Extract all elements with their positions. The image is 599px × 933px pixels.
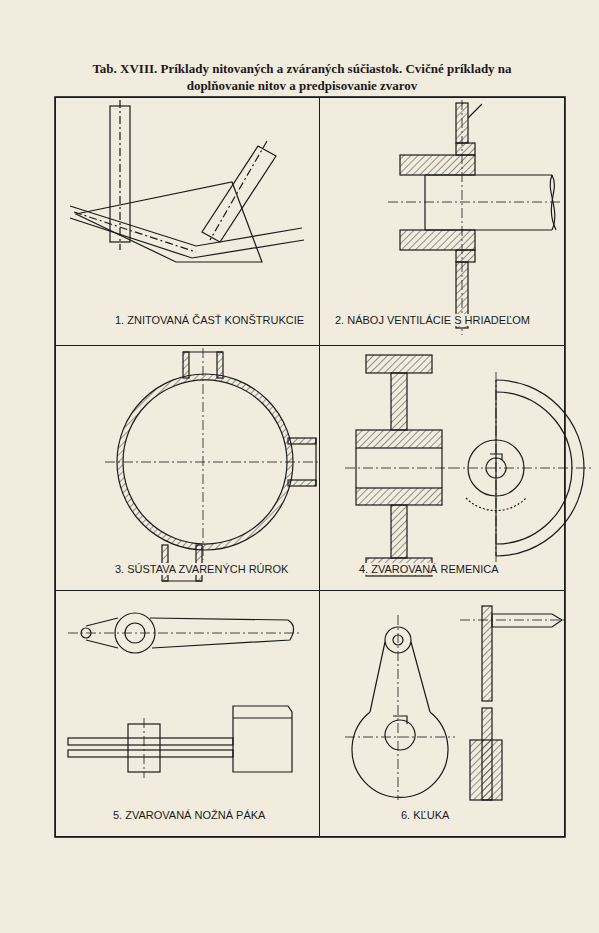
- panel-caption: 4. ZVAROVANÁ REMENICA: [357, 563, 501, 575]
- pipe-assembly: [105, 348, 318, 581]
- panel-caption: 1. ZNITOVANÁ ČASŤ KONŠTRUKCIE: [113, 314, 306, 326]
- panel-caption: 3. SÚSTAVA ZVARENÝCH RÚROK: [113, 563, 290, 575]
- drawing-panel: 4. ZVAROVANÁ REMENICA: [319, 345, 565, 591]
- panel-caption: 6. KĽUKA: [399, 809, 451, 821]
- drawing-panel: 1. ZNITOVANÁ ČASŤ KONŠTRUKCIE: [55, 97, 320, 346]
- drawing-panel: 3. SÚSTAVA ZVARENÝCH RÚROK: [55, 345, 320, 591]
- drawing-panel: 6. KĽUKA: [319, 590, 565, 837]
- truss-joint: [70, 100, 304, 262]
- table-title: Tab. XVIII. Príklady nitovaných a zváran…: [62, 60, 542, 94]
- hub-shaft: [388, 100, 562, 335]
- panel-caption: 5. ZVAROVANÁ NOŽNÁ PÁKA: [111, 809, 267, 821]
- foot-lever: [68, 613, 300, 778]
- pulley: [345, 355, 592, 576]
- crank: [345, 606, 565, 800]
- drawing-panel: 2. NÁBOJ VENTILÁCIE S HRIADEĽOM: [319, 97, 565, 346]
- drawing-panel: 5. ZVAROVANÁ NOŽNÁ PÁKA: [55, 590, 320, 837]
- panel-caption: 2. NÁBOJ VENTILÁCIE S HRIADEĽOM: [333, 314, 532, 326]
